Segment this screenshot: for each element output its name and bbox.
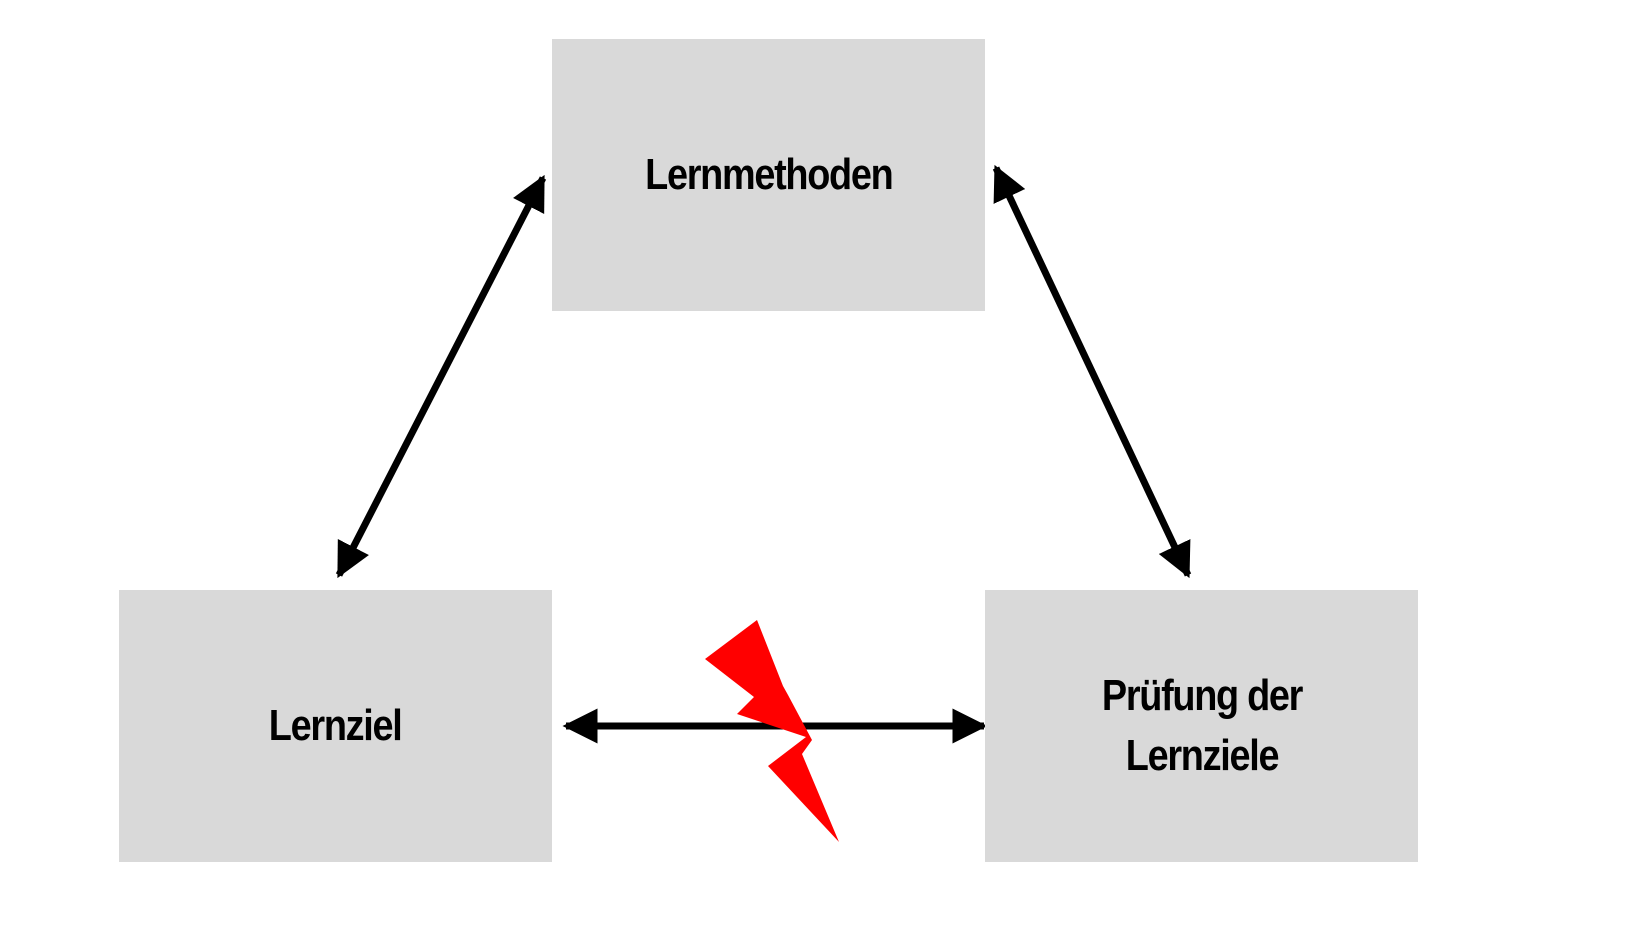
node-lernmethoden: Lernmethoden xyxy=(552,39,985,311)
node-pruefung-der-lernziele: Prüfung der Lernziele xyxy=(985,590,1418,862)
node-lernziel: Lernziel xyxy=(119,590,552,862)
node-label-pruefung-der-lernziele: Prüfung der Lernziele xyxy=(1101,671,1303,780)
arrow-lernziel-lernmethoden xyxy=(335,174,547,579)
arrow-lernmethoden-pruefung xyxy=(992,164,1192,579)
node-label-lernmethoden: Lernmethoden xyxy=(644,150,894,199)
node-label-lernziel: Lernziel xyxy=(269,701,403,750)
lightning-bolt-icon xyxy=(705,620,839,842)
